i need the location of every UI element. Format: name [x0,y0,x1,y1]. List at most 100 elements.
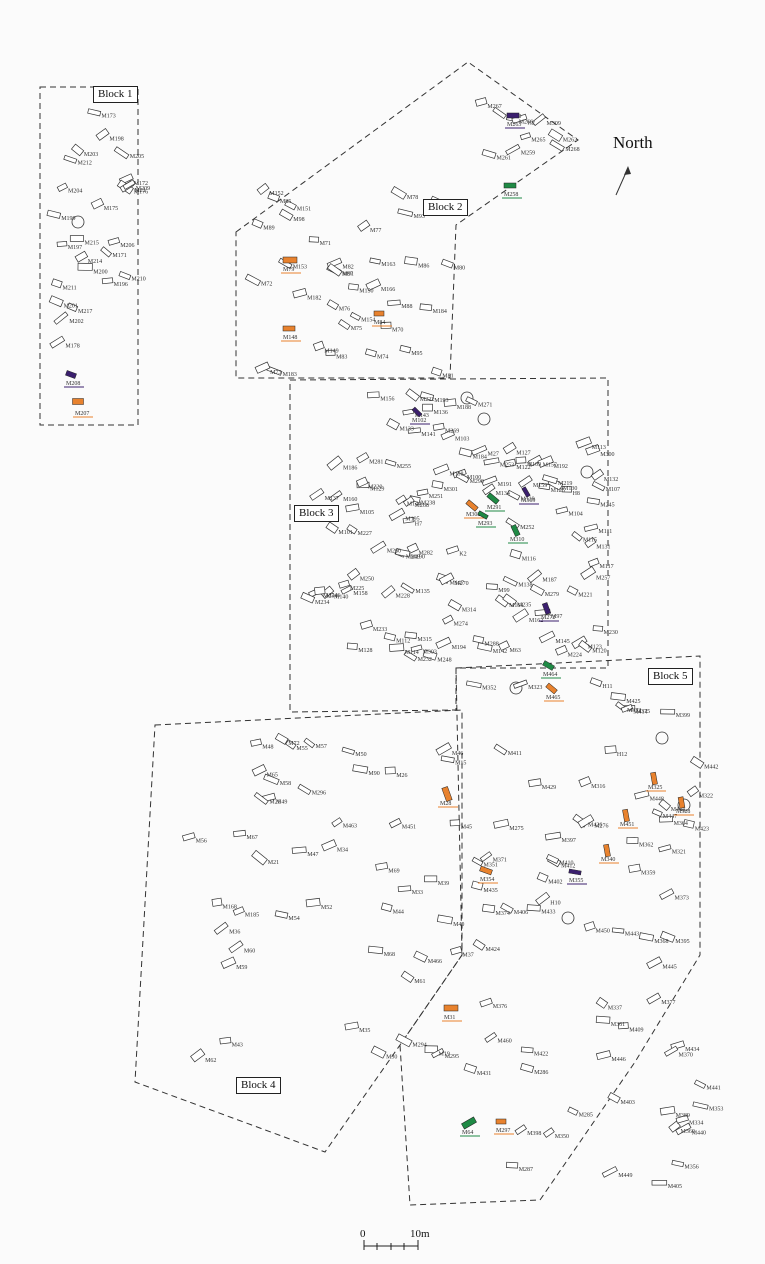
tomb-outline [402,496,415,507]
tomb-outline [321,839,337,852]
tomb-label: M171 [112,253,126,259]
tomb-outline [465,680,482,689]
tomb-label: M447 [663,814,677,820]
tomb-label: M210 [131,277,145,283]
tomb-label: M114 [405,650,419,656]
tomb-label: M252 [520,525,534,531]
tomb-label: M103 [455,437,469,443]
tomb-outline [502,593,518,607]
highlighted-tomb-m64 [461,1116,477,1130]
tomb-label: M43 [232,1042,243,1048]
tomb-label: M128 [358,648,372,654]
tomb-label: M176 [134,190,148,196]
tomb-label: M55 [296,746,307,752]
tomb-outline [526,569,543,583]
tomb-label: M282 [419,551,433,557]
tomb-outline [263,773,280,786]
highlighted-tomb-label: M451 [620,822,634,828]
tomb-outline [291,846,307,854]
tomb-outline [471,444,488,456]
tomb-outline [595,996,609,1009]
tomb-label: M281 [369,460,383,466]
tomb-label: M132 [604,477,618,483]
tomb-label: M87 [342,272,353,278]
tomb-outline [561,486,573,493]
tomb-outline [519,132,532,141]
tomb-outline [479,997,493,1008]
tomb-label: M262 [563,138,577,144]
tomb-label: M221 [578,592,592,598]
tomb-outline [440,755,455,764]
tomb-outline [567,1106,579,1116]
tomb-outline [440,258,454,269]
tomb-outline [48,295,64,308]
tomb-outline [620,703,634,713]
tomb-outline [66,302,79,312]
tomb-label: M73 [270,370,281,376]
tomb-outline [465,396,478,407]
tomb-label: M63 [510,648,521,654]
tomb-label: M77 [370,228,381,234]
highlighted-tomb-label: M302 [466,512,480,518]
tomb-outline [626,836,639,845]
tomb-outline [292,288,308,299]
tomb-outline [424,875,438,883]
tomb-outline [458,447,473,458]
tomb-outline [432,463,450,476]
block4-outline [134,709,463,1153]
tomb-label: M374 [496,911,510,917]
tomb-label: M33 [412,890,423,896]
tomb-label: M199 [61,216,75,222]
tomb-outline [397,208,414,217]
tomb-label: M190 [411,555,425,561]
tomb-outline [651,1180,668,1186]
tomb-label: M360 [681,1129,695,1135]
tomb-label: M205 [130,154,144,160]
highlighted-tomb-label: M263 [507,122,521,128]
tomb-outline [370,540,387,554]
tomb-outline [531,113,547,126]
tomb-label: M249 [406,555,420,561]
tomb-outline [471,856,484,867]
tomb-outline [575,436,592,449]
tomb-label: M359 [641,871,655,877]
tomb-outline [375,862,389,871]
tomb-label: M220 [368,484,382,490]
tomb-label: M44 [393,909,404,915]
tomb-label: M76 [339,306,350,312]
tomb-label: M116 [522,557,536,563]
tomb-outline [617,1022,629,1030]
tomb-outline [345,503,360,513]
tomb-label: M100 [467,475,481,481]
tomb-label: M65 [267,773,278,779]
tomb-outline [56,241,68,247]
tomb-label: M248 [437,657,451,663]
tomb-outline [49,335,66,349]
tomb-outline [435,742,452,756]
tomb-label: M191 [498,482,512,488]
tomb-outline [479,851,493,862]
tomb-outline [387,299,401,307]
tomb-outline [278,208,294,221]
tomb-outline [344,1021,359,1031]
highlighted-tomb-m102 [411,406,423,418]
tomb-outline [352,764,369,774]
tomb-label: M405 [668,1184,682,1190]
tomb-label: M158 [353,591,367,597]
block5-outline [399,655,701,1206]
tomb-label: M460 [497,1039,511,1045]
tomb-label: M433 [541,910,555,916]
tomb-outline [320,585,335,599]
highlighted-tomb-m465 [545,682,558,695]
tomb-label: M137 [325,496,339,502]
tomb-label: M271 [478,402,492,408]
tomb-outline [505,143,521,156]
tomb-label: M125 [551,488,565,494]
tomb-outline [512,679,528,689]
tomb-label: M198 [109,137,123,143]
block2-label: Block 2 [423,199,468,216]
tomb-outline [580,566,597,580]
tomb-label: M45 [461,825,472,831]
tomb-label: M99 [498,588,509,594]
